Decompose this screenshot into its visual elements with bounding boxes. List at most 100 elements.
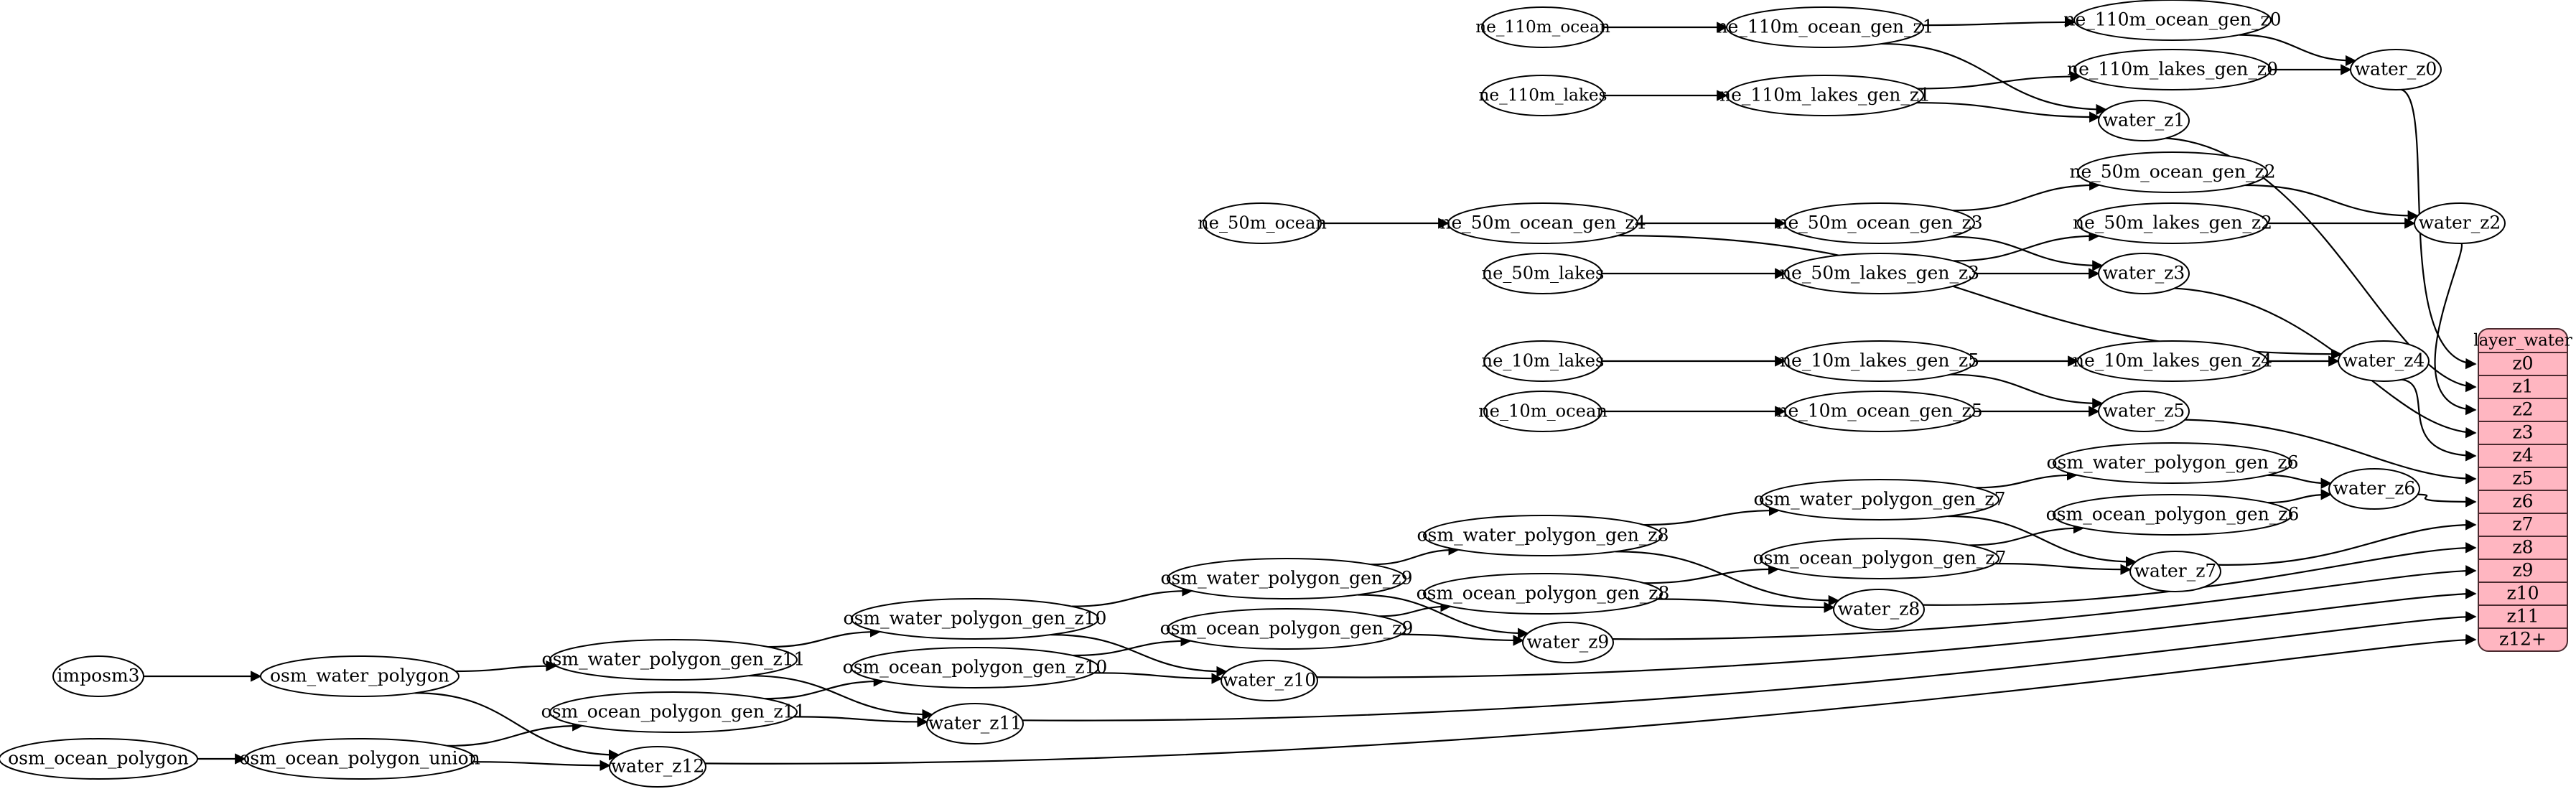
node-water_z0[interactable]: water_z0: [2350, 49, 2442, 90]
node-water_z6[interactable]: water_z6: [2328, 468, 2420, 510]
node-osm_ocean_polygon[interactable]: osm_ocean_polygon: [0, 738, 198, 780]
node-ne_110m_lakes_gen_z0[interactable]: ne_110m_lakes_gen_z0: [2067, 49, 2278, 90]
node-label: water_z7: [2134, 561, 2217, 582]
node-water_z12[interactable]: water_z12: [609, 746, 706, 788]
node-osm_ocean_polygon_gen_z6[interactable]: osm_ocean_polygon_gen_z6: [2046, 494, 2300, 536]
node-label: ne_50m_ocean_gen_z2: [2069, 162, 2275, 182]
node-ellipse: [1760, 538, 1999, 579]
edge-osm_water_polygon_gen_z8-to-water_z8: [1615, 551, 1840, 607]
node-ne_110m_ocean[interactable]: ne_110m_ocean: [1475, 6, 1610, 48]
node-ellipse: [1833, 589, 1925, 630]
node-ne_110m_lakes[interactable]: ne_110m_lakes: [1478, 75, 1607, 116]
node-label: osm_ocean_polygon_gen_z6: [2046, 504, 2300, 525]
table-row-z10[interactable]: z10: [2507, 583, 2539, 604]
table-row-z7[interactable]: z7: [2512, 514, 2533, 535]
node-ellipse: [1726, 6, 1924, 48]
node-ellipse: [2129, 551, 2221, 592]
node-ne_110m_ocean_gen_z1[interactable]: ne_110m_ocean_gen_z1: [1716, 6, 1934, 48]
table-row-z0[interactable]: z0: [2512, 353, 2533, 374]
node-ne_50m_ocean_gen_z2[interactable]: ne_50m_ocean_gen_z2: [2069, 151, 2276, 193]
node-water_z4[interactable]: water_z4: [2338, 340, 2430, 382]
node-ne_10m_ocean_gen_z5[interactable]: ne_10m_ocean_gen_z5: [1776, 391, 1983, 432]
node-osm_water_polygon_gen_z8[interactable]: osm_water_polygon_gen_z8: [1417, 515, 1669, 556]
node-ellipse: [1522, 622, 1614, 663]
edge-water_z6-to-layer_water-z6: [2417, 493, 2477, 508]
node-ne_110m_ocean_gen_z0[interactable]: ne_110m_ocean_gen_z0: [2063, 0, 2282, 41]
node-osm_ocean_polygon_gen_z10[interactable]: osm_ocean_polygon_gen_z10: [843, 647, 1108, 688]
node-ne_50m_ocean[interactable]: ne_50m_ocean: [1198, 202, 1327, 244]
node-ellipse: [1483, 391, 1602, 432]
node-ellipse: [2053, 494, 2292, 536]
table-row-z6[interactable]: z6: [2512, 491, 2533, 512]
node-osm_ocean_polygon_union[interactable]: osm_ocean_polygon_union: [239, 738, 480, 780]
node-ne_50m_lakes_gen_z3[interactable]: ne_50m_lakes_gen_z3: [1780, 253, 1979, 294]
node-water_z10[interactable]: water_z10: [1221, 660, 1318, 701]
node-ellipse: [1203, 202, 1322, 244]
node-label: water_z10: [1223, 670, 1317, 691]
node-water_z2[interactable]: water_z2: [2414, 202, 2506, 244]
edge-water_z5-to-layer_water-z5: [2185, 419, 2477, 485]
node-ellipse: [609, 746, 706, 788]
node-ellipse: [1784, 253, 1975, 294]
node-ne_50m_lakes[interactable]: ne_50m_lakes: [1482, 253, 1605, 294]
node-label: osm_water_polygon_gen_z7: [1754, 489, 2006, 510]
node-water_z3[interactable]: water_z3: [2098, 253, 2190, 294]
table-row-z12+[interactable]: z12+: [2499, 629, 2547, 650]
node-osm_water_polygon_gen_z6[interactable]: osm_water_polygon_gen_z6: [2047, 442, 2299, 484]
node-water_z5[interactable]: water_z5: [2098, 391, 2190, 432]
node-ne_10m_ocean[interactable]: ne_10m_ocean: [1478, 391, 1607, 432]
node-ne_50m_ocean_gen_z4[interactable]: ne_50m_ocean_gen_z4: [1439, 202, 1646, 244]
table-row-z8[interactable]: z8: [2512, 537, 2533, 558]
node-ne_50m_lakes_gen_z2[interactable]: ne_50m_lakes_gen_z2: [2073, 202, 2272, 244]
node-osm_water_polygon[interactable]: osm_water_polygon: [260, 655, 459, 697]
node-label: osm_ocean_polygon_gen_z7: [1753, 548, 2007, 569]
edge-osm_ocean_polygon_gen_z8-to-water_z8: [1657, 598, 1835, 613]
node-label: water_z4: [2343, 350, 2425, 371]
node-water_z11[interactable]: water_z11: [926, 703, 1024, 744]
node-ne_110m_lakes_gen_z1[interactable]: ne_110m_lakes_gen_z1: [1719, 75, 1931, 116]
edge-water_z11-to-layer_water-z11: [1022, 611, 2477, 722]
node-ne_50m_ocean_gen_z3[interactable]: ne_50m_ocean_gen_z3: [1776, 202, 1983, 244]
table-row-z4[interactable]: z4: [2512, 445, 2533, 466]
table-row-z9[interactable]: z9: [2512, 560, 2533, 581]
node-osm_water_polygon_gen_z7[interactable]: osm_water_polygon_gen_z7: [1754, 479, 2006, 520]
edge-water_z10-to-layer_water-z10: [1317, 588, 2477, 678]
node-water_z9[interactable]: water_z9: [1522, 622, 1614, 663]
node-osm_ocean_polygon_gen_z11[interactable]: osm_ocean_polygon_gen_z11: [541, 691, 806, 733]
node-ellipse: [2098, 100, 2190, 141]
node-osm_water_polygon_gen_z10[interactable]: osm_water_polygon_gen_z10: [844, 598, 1107, 640]
node-ellipse: [1423, 515, 1663, 556]
table-row-z2[interactable]: z2: [2512, 399, 2533, 420]
table-row-z5[interactable]: z5: [2512, 468, 2533, 489]
node-label: osm_ocean_polygon_gen_z8: [1417, 583, 1670, 604]
edge-osm_ocean_polygon_gen_z7-to-water_z7: [1994, 562, 2132, 575]
node-ellipse: [2098, 391, 2190, 432]
node-water_z7[interactable]: water_z7: [2129, 551, 2221, 592]
node-ellipse: [851, 647, 1099, 688]
node-label: water_z2: [2419, 213, 2501, 233]
table-row-z1[interactable]: z1: [2512, 376, 2533, 397]
edge-osm_ocean_polygon_gen_z6-to-water_z6: [2267, 489, 2332, 504]
table-row-z3[interactable]: z3: [2512, 422, 2533, 443]
node-imposm3[interactable]: imposm3: [52, 655, 144, 697]
node-osm_ocean_polygon_gen_z9[interactable]: osm_ocean_polygon_gen_z9: [1160, 608, 1414, 650]
node-ne_10m_lakes_gen_z4[interactable]: ne_10m_lakes_gen_z4: [2073, 340, 2272, 382]
edges-layer: [144, 17, 2477, 771]
node-osm_water_polygon_gen_z9[interactable]: osm_water_polygon_gen_z9: [1161, 558, 1413, 599]
node-osm_ocean_polygon_gen_z7[interactable]: osm_ocean_polygon_gen_z7: [1753, 538, 2007, 579]
node-label: osm_water_polygon: [270, 666, 449, 686]
edge-osm_ocean_polygon_gen_z11-to-water_z11: [793, 716, 928, 728]
node-osm_ocean_polygon_gen_z8[interactable]: osm_ocean_polygon_gen_z8: [1417, 573, 1670, 615]
node-ellipse: [1784, 391, 1975, 432]
node-label: ne_50m_lakes: [1482, 263, 1605, 284]
node-osm_water_polygon_gen_z11[interactable]: osm_water_polygon_gen_z11: [542, 639, 806, 681]
node-label: ne_50m_lakes_gen_z3: [1780, 263, 1979, 284]
node-water_z8[interactable]: water_z8: [1833, 589, 1925, 630]
node-water_z1[interactable]: water_z1: [2098, 100, 2190, 141]
node-ne_10m_lakes[interactable]: ne_10m_lakes: [1482, 340, 1605, 382]
node-ne_10m_lakes_gen_z5[interactable]: ne_10m_lakes_gen_z5: [1780, 340, 1979, 382]
node-label: ne_10m_ocean_gen_z5: [1776, 401, 1982, 421]
table-row-z11[interactable]: z11: [2507, 606, 2539, 627]
edge-osm_water_polygon-to-water_z12: [414, 692, 620, 761]
